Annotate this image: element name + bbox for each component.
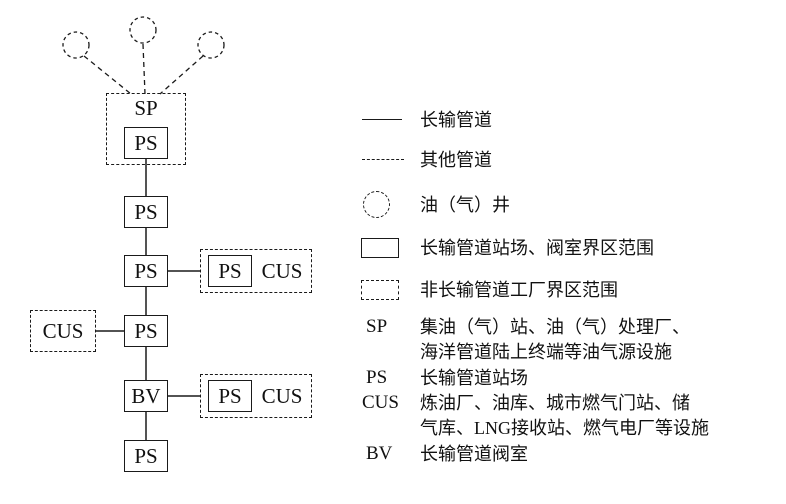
well-icon <box>197 31 225 59</box>
legend-label-factory-boundary: 非长输管道工厂界区范围 <box>420 280 618 300</box>
abbr-sp: SP <box>366 316 388 337</box>
branch2-ps-node: PS <box>208 380 252 412</box>
sp-facility-boundary: SP <box>106 93 186 165</box>
well-icon <box>129 16 157 44</box>
node-ps-4: PS <box>124 440 168 472</box>
abbr-sp-desc-line1: 集油（气）站、油（气）处理厂、 <box>420 317 690 337</box>
branch1-cus-label: CUS <box>261 258 303 283</box>
branch1-factory-boundary <box>200 249 312 293</box>
abbr-ps-desc-line1: 长输管道站场 <box>420 368 528 388</box>
abbr-sp-desc-line2: 海洋管道陆上终端等油气源设施 <box>420 342 672 362</box>
node-ps-3: PS <box>124 315 168 347</box>
abbr-bv: BV <box>366 443 393 464</box>
other-pipeline-line <box>83 55 132 95</box>
legend-factory-boundary-icon <box>361 280 399 300</box>
node-ps-1: PS <box>124 196 168 228</box>
abbr-cus: CUS <box>362 392 399 413</box>
cus-facility-left: CUS <box>30 310 96 352</box>
legend-label-well: 油（气）井 <box>420 195 510 215</box>
legend-label-other-pipeline: 其他管道 <box>420 150 492 170</box>
abbr-ps: PS <box>366 367 388 388</box>
legend-solid-line-icon <box>362 119 402 120</box>
node-bv: BV <box>124 380 168 412</box>
legend-well-icon <box>363 191 390 218</box>
branch1-ps-node: PS <box>208 255 252 287</box>
legend-dashed-line-icon <box>362 159 404 160</box>
node-ps-2: PS <box>124 255 168 287</box>
abbr-bv-desc-line1: 长输管道阀室 <box>420 444 528 464</box>
branch2-factory-boundary <box>200 374 312 418</box>
node-ps-source: PS <box>124 127 168 159</box>
abbr-cus-desc-line1: 炼油厂、油库、城市燃气门站、储 <box>420 393 690 413</box>
abbr-cus-desc-line2: 气库、LNG接收站、燃气电厂等设施 <box>420 418 709 438</box>
sp-group-label: SP <box>134 96 158 120</box>
legend-label-station-boundary: 长输管道站场、阀室界区范围 <box>420 238 654 258</box>
other-pipeline-line <box>142 43 146 95</box>
well-icon <box>62 31 90 59</box>
legend-station-boundary-icon <box>361 238 399 258</box>
branch2-cus-label: CUS <box>261 383 303 408</box>
legend-label-trunk-pipeline: 长输管道 <box>420 110 492 130</box>
other-pipeline-line <box>159 55 204 95</box>
